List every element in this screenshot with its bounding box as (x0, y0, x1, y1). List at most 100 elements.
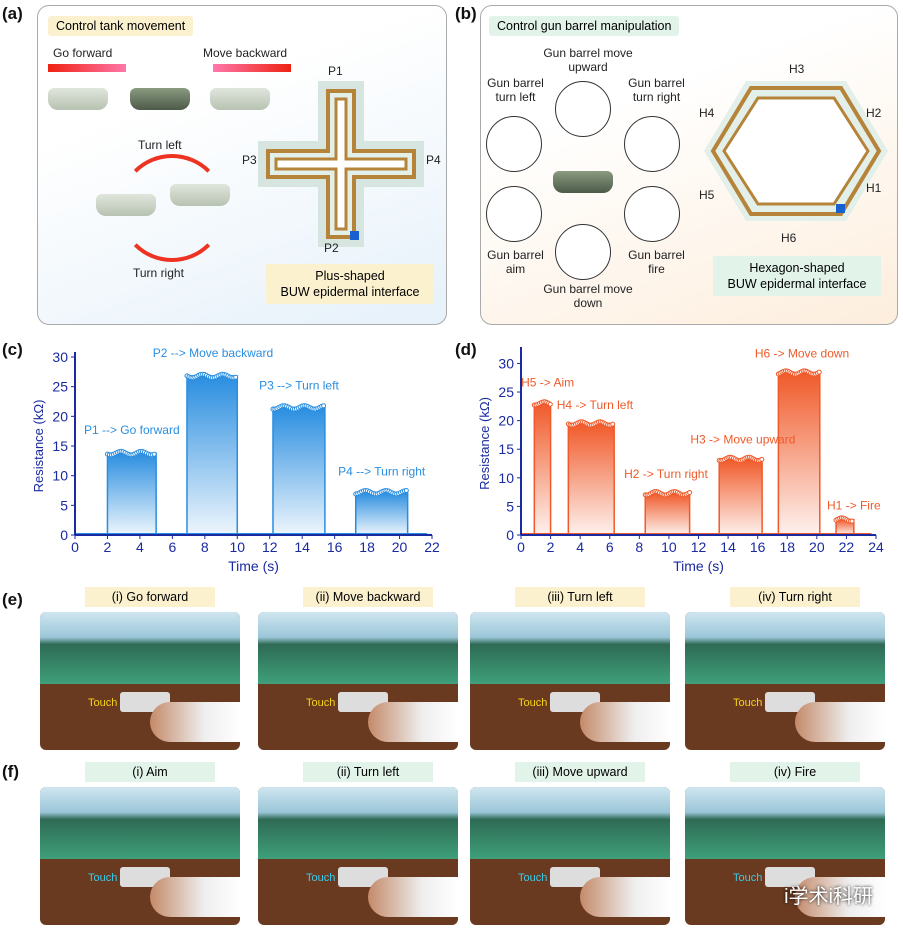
x-tick-label: 0 (71, 539, 79, 555)
data-point (151, 451, 157, 457)
go-forward-label: Go forward (53, 46, 113, 60)
annotation: P2 --> Move backward (153, 346, 273, 360)
tank-icon (96, 194, 156, 216)
annotation: H2 -> Turn right (624, 467, 708, 481)
data-point (759, 456, 765, 462)
panel-f-label: (f) (2, 762, 19, 781)
caption-line: BUW epidermal interface (727, 277, 867, 291)
y-tick-label: 0 (60, 527, 68, 543)
tank-icon (170, 184, 230, 206)
h2-label: H2 (866, 106, 882, 120)
touch-label: Touch (733, 697, 763, 709)
panel-a: Control tank movement Go forward Move ba… (37, 5, 447, 325)
panel-b: Control gun barrel manipulation Gun barr… (480, 5, 898, 325)
y-tick-label: 20 (498, 413, 514, 429)
p1-label: P1 (328, 64, 343, 78)
photo-caption: (iv) Turn right (730, 587, 860, 607)
touch-label: Touch (306, 697, 336, 709)
annotation: H3 -> Move upward (690, 433, 795, 447)
touch-label: Touch (306, 872, 336, 884)
hand (580, 877, 670, 917)
caption-line: Plus-shaped (315, 269, 385, 283)
y-tick-label: 5 (506, 498, 514, 514)
data-point (547, 401, 553, 407)
plus-interface-caption: Plus-shaped BUW epidermal interface (266, 264, 434, 304)
panel-c-label: (c) (2, 340, 23, 359)
demo-photo: Touch (40, 612, 240, 750)
x-tick-label: 24 (868, 539, 884, 555)
annotation: H6 -> Move down (755, 347, 849, 361)
annotation: H4 -> Turn left (557, 398, 634, 412)
hand (580, 702, 670, 742)
demo-photo: Touch (470, 612, 670, 750)
photo-caption: (ii) Turn left (303, 762, 433, 782)
photo-caption: (iii) Move upward (515, 762, 645, 782)
demo-photo: Touch (258, 787, 458, 925)
pulse-bar (777, 371, 821, 536)
demo-photo: Touch (470, 787, 670, 925)
y-tick-label: 20 (52, 408, 68, 424)
y-tick-label: 30 (498, 355, 514, 371)
move-upward-label: Gun barrel move upward (543, 46, 633, 74)
red-arrow-right-icon (213, 64, 291, 72)
panel-d-label: (d) (455, 340, 477, 359)
x-axis-label: Time (s) (228, 558, 279, 574)
x-tick-label: 6 (606, 539, 614, 555)
pulse-bar (718, 458, 763, 536)
h5-label: H5 (699, 188, 715, 202)
turn-right-label: Gun barrel turn right (628, 76, 685, 104)
x-tick-label: 10 (661, 539, 677, 555)
x-tick-label: 14 (294, 539, 310, 555)
p2-label: P2 (324, 241, 339, 255)
panel-a-label: (a) (2, 4, 23, 23)
demo-photo: Touch (40, 787, 240, 925)
tank-icon (210, 88, 270, 110)
photo-caption: (i) Aim (85, 762, 215, 782)
h4-label: H4 (699, 106, 715, 120)
hand (368, 877, 458, 917)
plus-shaped-interface (258, 81, 424, 247)
x-axis-label: Time (s) (673, 558, 724, 574)
fire-label: Gun barrel fire (628, 248, 685, 276)
turn-left-label: Gun barrel turn left (487, 76, 544, 104)
data-point (687, 490, 693, 496)
x-tick-label: 4 (576, 539, 584, 555)
photo-caption: (ii) Move backward (303, 587, 433, 607)
tank-icon (553, 171, 613, 193)
x-tick-label: 10 (229, 539, 245, 555)
hand (795, 702, 885, 742)
hexagon-interface-caption: Hexagon-shaped BUW epidermal interface (713, 256, 881, 296)
y-tick-label: 10 (52, 468, 68, 484)
caption-line: BUW epidermal interface (280, 285, 420, 299)
x-tick-label: 0 (517, 539, 525, 555)
x-tick-label: 16 (327, 539, 343, 555)
h3-label: H3 (789, 62, 805, 76)
annotation: H5 -> Aim (521, 375, 574, 389)
game-screen (470, 787, 670, 859)
gun-up-icon (555, 81, 611, 137)
hand (795, 877, 885, 917)
turn-left-label: Turn left (138, 138, 182, 152)
data-point (610, 421, 616, 427)
x-tick-label: 12 (691, 539, 707, 555)
hand (150, 702, 240, 742)
h6-label: H6 (781, 231, 797, 245)
x-tick-label: 20 (809, 539, 825, 555)
gun-fire-icon (624, 186, 680, 242)
gun-aim-icon (486, 186, 542, 242)
x-tick-label: 22 (839, 539, 855, 555)
touch-label: Touch (733, 872, 763, 884)
photo-caption: (iv) Fire (730, 762, 860, 782)
gun-down-icon (555, 224, 611, 280)
y-tick-label: 25 (498, 384, 514, 400)
x-tick-label: 2 (104, 539, 112, 555)
pulse-bar (106, 452, 157, 536)
panel-b-title: Control gun barrel manipulation (489, 16, 680, 36)
x-tick-label: 2 (547, 539, 555, 555)
pulse-bar (186, 375, 239, 536)
touch-label: Touch (88, 697, 118, 709)
panel-a-title: Control tank movement (48, 16, 194, 36)
pulse-bar (533, 402, 552, 536)
gun-turn-right-icon (624, 116, 680, 172)
x-tick-label: 22 (424, 539, 440, 555)
